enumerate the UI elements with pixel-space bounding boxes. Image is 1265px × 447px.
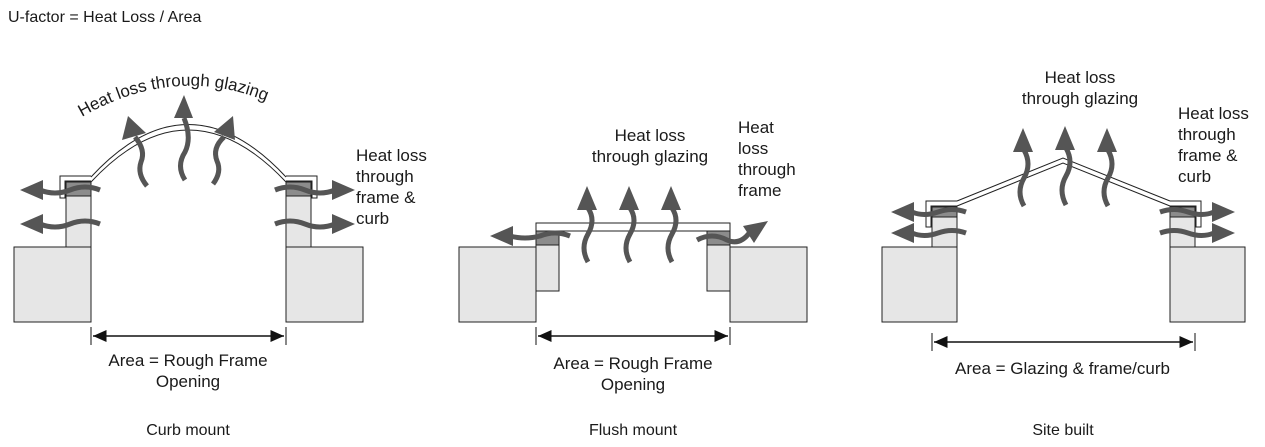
heat-arrow-curb [274,214,355,234]
heat-arrow-curb [891,223,967,243]
frame-curb-heat-loss-label: Heat loss through frame & curb [1178,104,1249,186]
panel-caption-site-built: Site built [1032,422,1094,439]
area-label: Area = Glazing & frame/curb [955,359,1170,378]
pitched-glazing-inner [956,162,1171,207]
heat-arrow-glazing [174,95,193,182]
wall-block-right [1169,246,1246,323]
wall-block-right [285,246,364,323]
area-label: Area = Rough Frame Opening [108,351,268,391]
wall-block-left [458,246,537,323]
frame-heat-loss-label: Heat loss through frame [738,118,796,200]
heat-arrow-curb [20,214,101,234]
heat-arrow-glazing [619,186,639,264]
wall-block-left [13,246,92,323]
heat-arrow-glazing [1055,126,1075,207]
panel-flush-mount [458,186,808,345]
heat-arrow-frame [274,180,355,200]
wall-block-right [729,246,808,323]
heat-arrow-glazing [122,116,149,188]
heat-arrow-glazing [210,116,235,186]
flashing-right [286,175,318,199]
glazing-heat-loss-label: Heat loss through glazing [75,71,272,121]
frame-curb-heat-loss-label: Heat loss through frame & curb [356,146,427,228]
glazing-heat-loss-label: Heat loss through glazing [591,126,709,166]
flashing-left [925,200,957,228]
glazing-heat-loss-label: Heat loss through glazing [1021,68,1139,108]
area-label: Area = Rough Frame Opening [553,354,713,394]
heat-arrow-frame [490,226,571,246]
heat-arrow-glazing [577,186,597,264]
curb-left [535,237,560,292]
heat-arrow-glazing [1013,128,1033,208]
heat-arrow-curb [1159,223,1235,243]
flashing-left [59,175,91,199]
panel-curb-mount: Heat loss through glazing [13,71,364,345]
heat-arrow-glazing [1097,128,1117,208]
heat-arrow-frame [1159,202,1235,222]
panel-caption-flush-mount: Flush mount [588,422,678,439]
pitched-glazing-outer [956,157,1171,202]
heat-arrow-glazing [661,186,681,264]
curb-right [706,237,731,292]
panel-site-built [881,126,1246,351]
heat-arrow-frame [20,180,101,200]
flashing-right [1170,200,1202,228]
formula-caption: U-factor = Heat Loss / Area [8,9,202,26]
heat-arrow-frame [695,221,768,245]
heat-arrow-frame [891,202,967,222]
panel-caption-curb-mount: Curb mount [146,422,230,439]
wall-block-left [881,246,958,323]
